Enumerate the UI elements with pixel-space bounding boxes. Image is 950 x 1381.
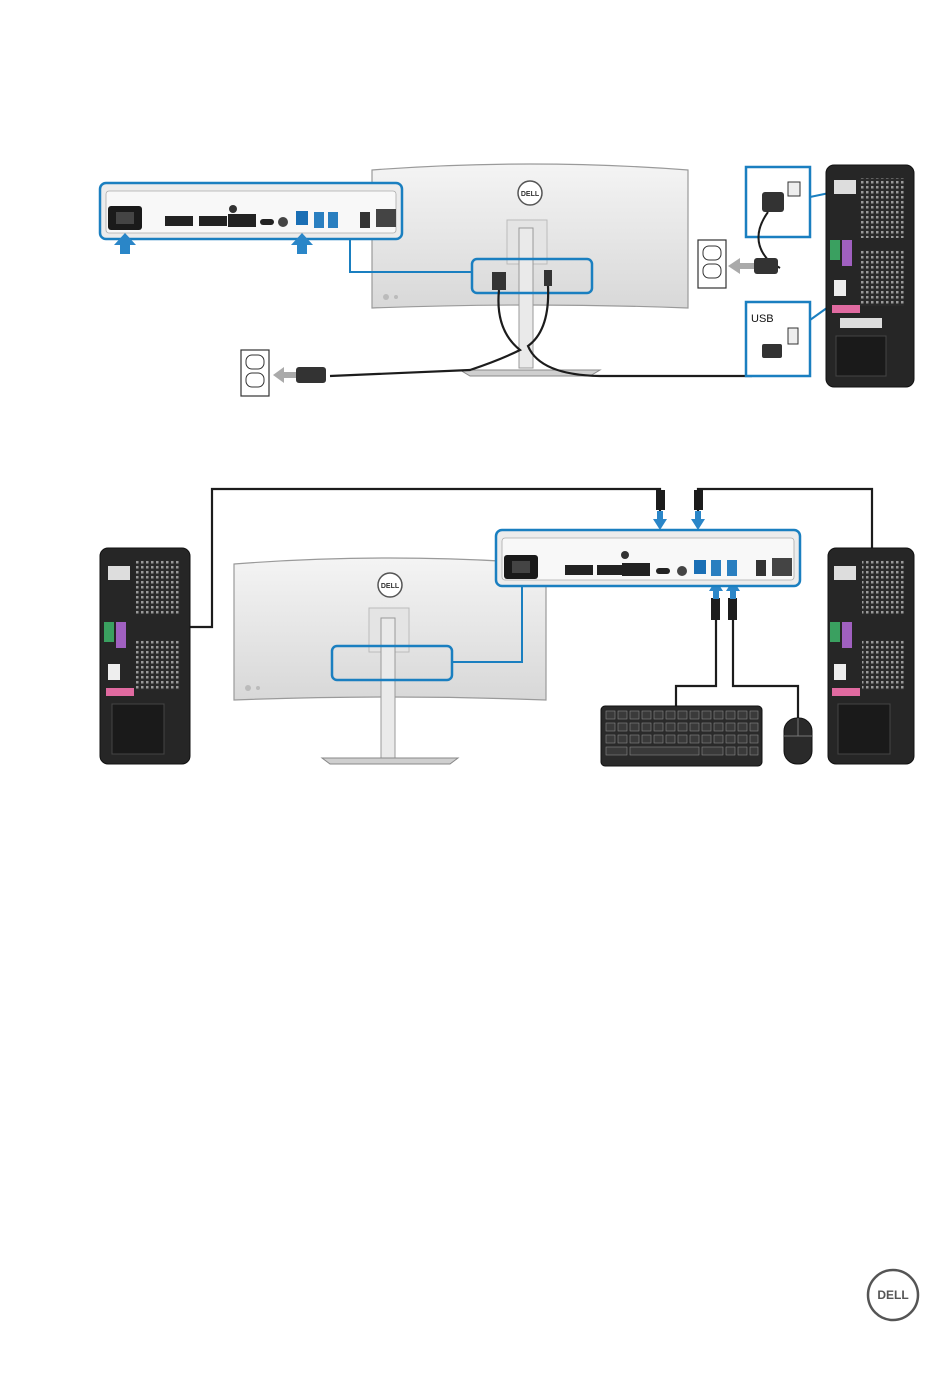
rear-port-callout-2 [496,530,800,586]
dell-logo-text: DELL [877,1288,908,1302]
dell-brand-logo: DELL [866,1268,920,1322]
usbc-upstream-arrow-icon [653,511,667,530]
figure2-kvm-diagram: DELL [0,0,950,800]
usbb-upstream-arrow-icon [691,511,705,530]
mouse [784,718,812,764]
monitor-brand-2: DELL [381,583,400,590]
keyboard [601,706,762,766]
pc-tower-right [828,548,914,764]
pc-tower-left [100,548,190,764]
